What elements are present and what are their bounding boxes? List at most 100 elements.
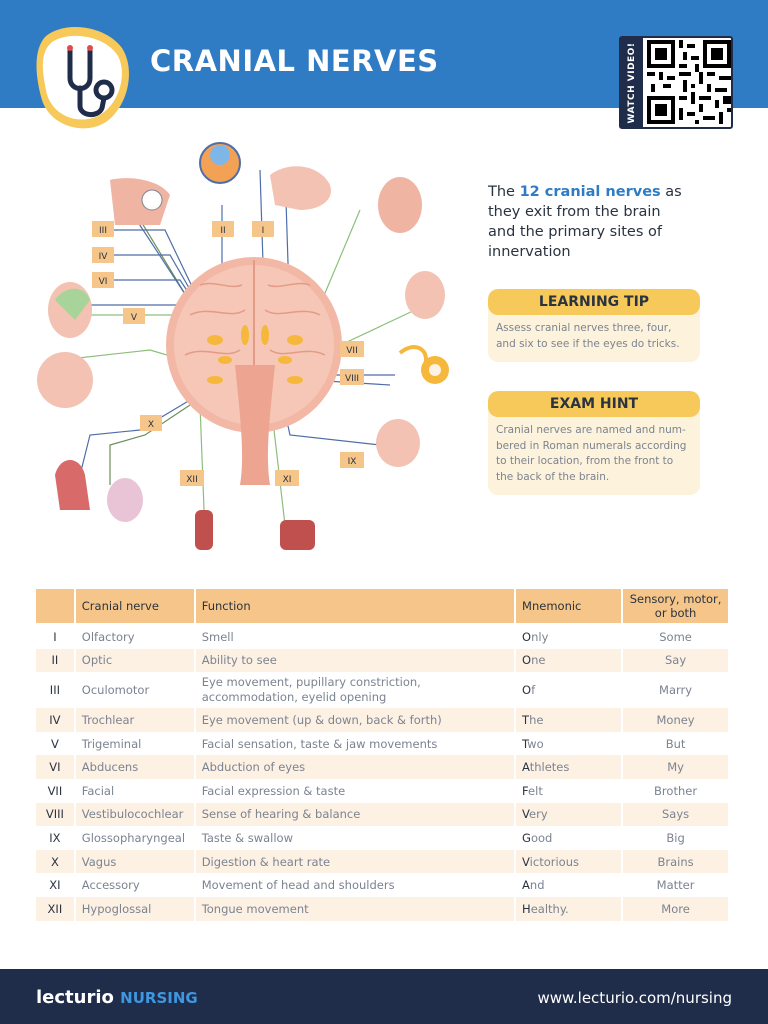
cell-num: IV [36,708,74,732]
table-header-row: Cranial nerve Function Mnemonic Sensory,… [36,589,728,625]
cell-nerve: Accessory [75,873,194,897]
cell-num: V [36,731,74,756]
mnemonic-rest: nd [529,878,545,893]
label-i: I [262,226,265,236]
mnemonic-first: O [522,653,532,668]
mnemonic-first: F [522,783,529,798]
mnemonic-first: V [522,807,530,822]
mnemonic-rest: ealthy. [530,901,569,916]
learning-tip-body: Assess cranial nerves three, four, and s… [496,322,680,350]
cell-mnemonic: Very [516,802,622,827]
cell-num: XII [36,896,74,921]
cell-mnemonic: One [516,648,622,673]
mnemonic-rest: ne [531,653,546,668]
mnemonic-first: G [522,830,531,845]
cell-num: XI [36,873,74,897]
mnemonic-first: O [522,682,532,697]
cell-function: Sense of hearing & balance [195,802,515,827]
cell-num: VI [36,755,74,779]
label-v: V [131,313,138,323]
mnemonic-rest: nly [531,629,549,644]
label-ix: IX [348,457,357,467]
mnemonic-rest: f [531,682,536,697]
cell-type: More [623,896,728,921]
cell-num: X [36,849,74,874]
cell-nerve: Glossopharyngeal [75,826,194,850]
cell-function: Taste & swallow [195,826,515,850]
cell-nerve: Hypoglossal [75,896,194,921]
cell-type: But [623,731,728,756]
header-nerve: Cranial nerve [75,589,194,625]
learning-tip-title: LEARNING TIP [488,289,700,315]
cell-type: Brother [623,778,728,803]
cell-mnemonic: And [516,873,622,897]
label-xii: XII [186,475,197,485]
cranial-nerves-table-wrap: Cranial nerve Function Mnemonic Sensory,… [36,589,732,921]
cell-function: Smell [195,625,515,649]
mnemonic-first: A [522,878,530,893]
page-title: CRANIAL NERVES [150,44,439,78]
mnemonic-rest: thletes [529,760,570,775]
cell-num: VII [36,778,74,803]
brand-sub: NURSING [120,989,198,1007]
cell-function: Movement of head and shoulders [195,873,515,897]
label-iv: IV [99,252,109,262]
website-link[interactable]: www.lecturio.com/nursing [537,989,732,1007]
qr-code-icon [647,40,731,124]
mnemonic-first: A [522,760,530,775]
mnemonic-first: V [522,854,530,869]
mnemonic-rest: ery [529,807,548,822]
cell-function: Ability to see [195,648,515,673]
cell-nerve: Vestibulocochlear [75,802,194,827]
qr-label: WATCH VIDEO! [627,42,637,123]
cell-nerve: Olfactory [75,625,194,649]
cell-mnemonic: Athletes [516,755,622,779]
label-vi: VI [99,277,108,287]
cell-num: VIII [36,802,74,827]
label-vii: VII [346,346,357,356]
intro-post: as they exit from the brain and the prim… [488,184,682,260]
cell-type: Says [623,802,728,827]
brand-logo[interactable]: lecturio NURSING [36,987,198,1008]
header-type: Sensory, motor, or both [623,589,728,625]
cell-function: Abduction of eyes [195,755,515,779]
label-viii: VIII [345,374,359,384]
mnemonic-rest: wo [527,736,544,751]
header-function: Function [195,589,515,625]
mnemonic-rest: ictorious [529,854,579,869]
cell-nerve: Abducens [75,755,194,779]
cell-num: IX [36,826,74,850]
mnemonic-rest: he [529,712,544,727]
mnemonic-first: T [522,736,528,751]
exam-hint-title: EXAM HINT [488,391,700,417]
header-num [36,589,74,625]
cell-mnemonic: Only [516,625,622,649]
cell-num: III [36,672,74,709]
mnemonic-first: H [522,901,531,916]
exam-hint-body: Cranial nerves are named and num-bered i… [496,424,687,483]
cell-mnemonic: Healthy. [516,896,622,921]
mnemonic-rest: ood [530,830,553,845]
cell-num: I [36,625,74,649]
watch-video-qr[interactable]: WATCH VIDEO! [619,36,733,129]
cell-nerve: Vagus [75,849,194,874]
cell-type: Matter [623,873,728,897]
cell-type: Brains [623,849,728,874]
cell-type: Big [623,826,728,850]
cell-nerve: Optic [75,648,194,673]
cell-mnemonic: Two [516,731,622,756]
cell-function: Eye movement (up & down, back & forth) [195,708,515,732]
label-x: X [148,420,154,430]
cell-mnemonic: The [516,708,622,732]
intro-text: The 12 cranial nerves as they exit from … [488,182,688,262]
mnemonic-first: O [522,629,532,644]
exam-hint-card: EXAM HINT Cranial nerves are named and n… [488,391,700,495]
mnemonic-rest: elt [528,783,543,798]
intro-pre: The [488,184,520,200]
